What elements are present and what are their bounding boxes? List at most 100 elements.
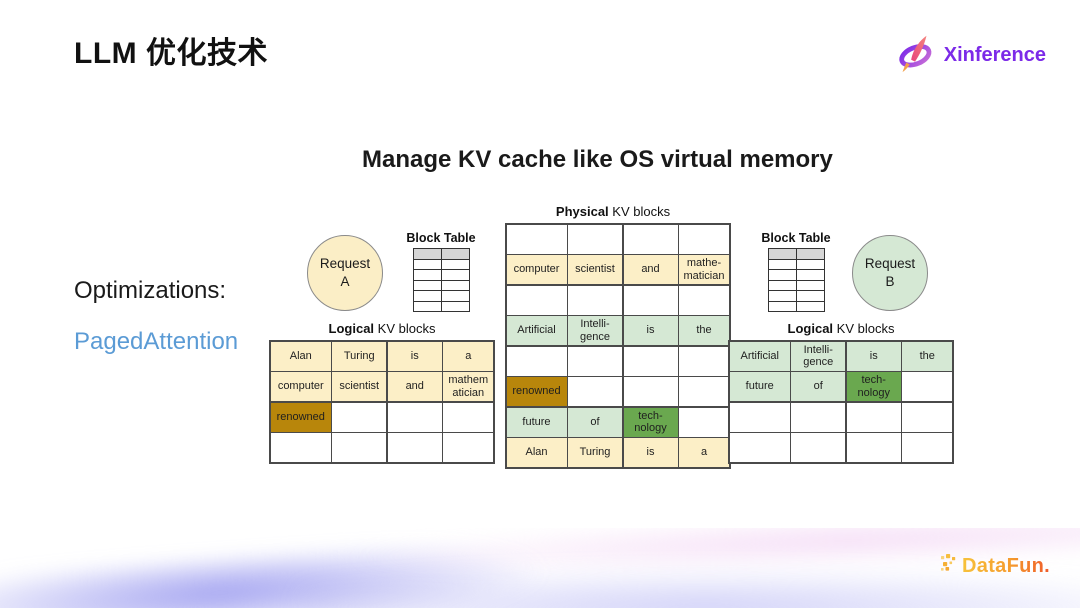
kv-cell: mathem atician bbox=[443, 372, 494, 401]
kv-cell: future bbox=[729, 372, 790, 401]
kv-cell bbox=[443, 433, 494, 462]
block-table-right: Block Table bbox=[753, 231, 839, 312]
title-rest: KV blocks bbox=[833, 321, 895, 336]
kv-cell bbox=[568, 377, 622, 406]
kv-cell bbox=[679, 224, 729, 254]
kv-cell bbox=[796, 280, 824, 290]
kv-cell bbox=[623, 224, 678, 254]
kv-cell bbox=[791, 433, 846, 462]
kv-cell: renowned bbox=[270, 402, 331, 432]
kv-cell bbox=[413, 270, 441, 280]
kv-cell bbox=[441, 301, 469, 311]
kv-cell bbox=[441, 280, 469, 290]
kv-cell bbox=[768, 259, 796, 269]
kv-cell: of bbox=[568, 407, 622, 437]
wave-periwinkle bbox=[0, 537, 552, 608]
kv-cell bbox=[679, 346, 729, 376]
kv-cell: renowned bbox=[506, 377, 567, 406]
kv-cell bbox=[441, 259, 469, 269]
block-table-left-grid bbox=[412, 248, 470, 312]
bottom-wave-decoration bbox=[0, 528, 1080, 608]
title-rest: KV blocks bbox=[374, 321, 436, 336]
kv-cell bbox=[768, 249, 796, 259]
block-table-left-title: Block Table bbox=[406, 231, 476, 245]
request-a-circle: Request A bbox=[307, 235, 383, 311]
kv-cell bbox=[568, 224, 622, 254]
kv-cell bbox=[902, 372, 953, 401]
logical-kv-blocks-left-title: Logical KV blocks bbox=[268, 321, 496, 336]
kv-cell: future bbox=[506, 407, 567, 437]
kv-cell bbox=[413, 301, 441, 311]
kv-cell bbox=[768, 291, 796, 301]
kv-cell: is bbox=[623, 316, 678, 345]
kv-cell bbox=[768, 270, 796, 280]
kv-cell: is bbox=[387, 341, 442, 371]
kv-cell bbox=[413, 249, 441, 259]
kv-cell bbox=[679, 285, 729, 315]
block-table-left: Block Table bbox=[398, 231, 484, 312]
kv-cell bbox=[506, 285, 567, 315]
kv-cell bbox=[768, 280, 796, 290]
kv-cell bbox=[796, 249, 824, 259]
kv-cell: Artificial bbox=[506, 316, 567, 345]
kv-cell bbox=[846, 433, 901, 462]
page-title: LLM 优化技术 bbox=[74, 37, 268, 70]
slide-subtitle: Manage KV cache like OS virtual memory bbox=[362, 146, 833, 173]
kv-cell bbox=[413, 280, 441, 290]
request-a-label: Request bbox=[319, 256, 371, 272]
kv-cell bbox=[679, 407, 729, 437]
kv-cell: Intelli- gence bbox=[791, 341, 846, 371]
kv-cell bbox=[387, 433, 442, 462]
kv-cell bbox=[568, 346, 622, 376]
kv-cell: Alan bbox=[270, 341, 331, 371]
kv-cell bbox=[796, 291, 824, 301]
kv-cell bbox=[796, 270, 824, 280]
kv-cell: is bbox=[846, 341, 901, 371]
kv-cell bbox=[443, 402, 494, 432]
kv-cell bbox=[729, 402, 790, 432]
kv-cell: computer bbox=[270, 372, 331, 401]
kv-cell bbox=[902, 402, 953, 432]
kv-cell bbox=[441, 270, 469, 280]
kv-cell bbox=[332, 433, 387, 462]
request-b-circle: Request B bbox=[852, 235, 928, 311]
kv-cell: Alan bbox=[506, 438, 567, 467]
kv-cell bbox=[413, 259, 441, 269]
paged-attention-label: PagedAttention bbox=[74, 328, 239, 355]
kv-cell: scientist bbox=[332, 372, 387, 401]
kv-cell bbox=[796, 301, 824, 311]
kv-cell: tech- nology bbox=[623, 407, 678, 437]
kv-cell bbox=[568, 285, 622, 315]
kv-cell: a bbox=[679, 438, 729, 467]
kv-cell bbox=[441, 291, 469, 301]
kv-cell bbox=[623, 285, 678, 315]
kv-cell: Turing bbox=[332, 341, 387, 371]
kv-cell: and bbox=[387, 372, 442, 401]
kv-cell bbox=[679, 377, 729, 406]
title-bold: Logical bbox=[787, 321, 834, 336]
kv-cell: a bbox=[443, 341, 494, 371]
kv-cell bbox=[796, 259, 824, 269]
kv-cell bbox=[902, 433, 953, 462]
kv-cell bbox=[387, 402, 442, 432]
kv-cell: the bbox=[902, 341, 953, 371]
kv-cell bbox=[768, 301, 796, 311]
kv-cell: computer bbox=[506, 255, 567, 284]
kv-cell: of bbox=[791, 372, 846, 401]
block-table-right-title: Block Table bbox=[761, 231, 831, 245]
request-b-id: B bbox=[885, 274, 895, 289]
kv-cell bbox=[506, 224, 567, 254]
kv-cell bbox=[506, 346, 567, 376]
kv-cell bbox=[791, 402, 846, 432]
kv-cell: mathe- matician bbox=[679, 255, 729, 284]
request-a-id: A bbox=[340, 274, 350, 289]
title-rest: KV blocks bbox=[608, 204, 671, 219]
kv-cell: the bbox=[679, 316, 729, 345]
block-table-right-grid bbox=[767, 248, 825, 312]
